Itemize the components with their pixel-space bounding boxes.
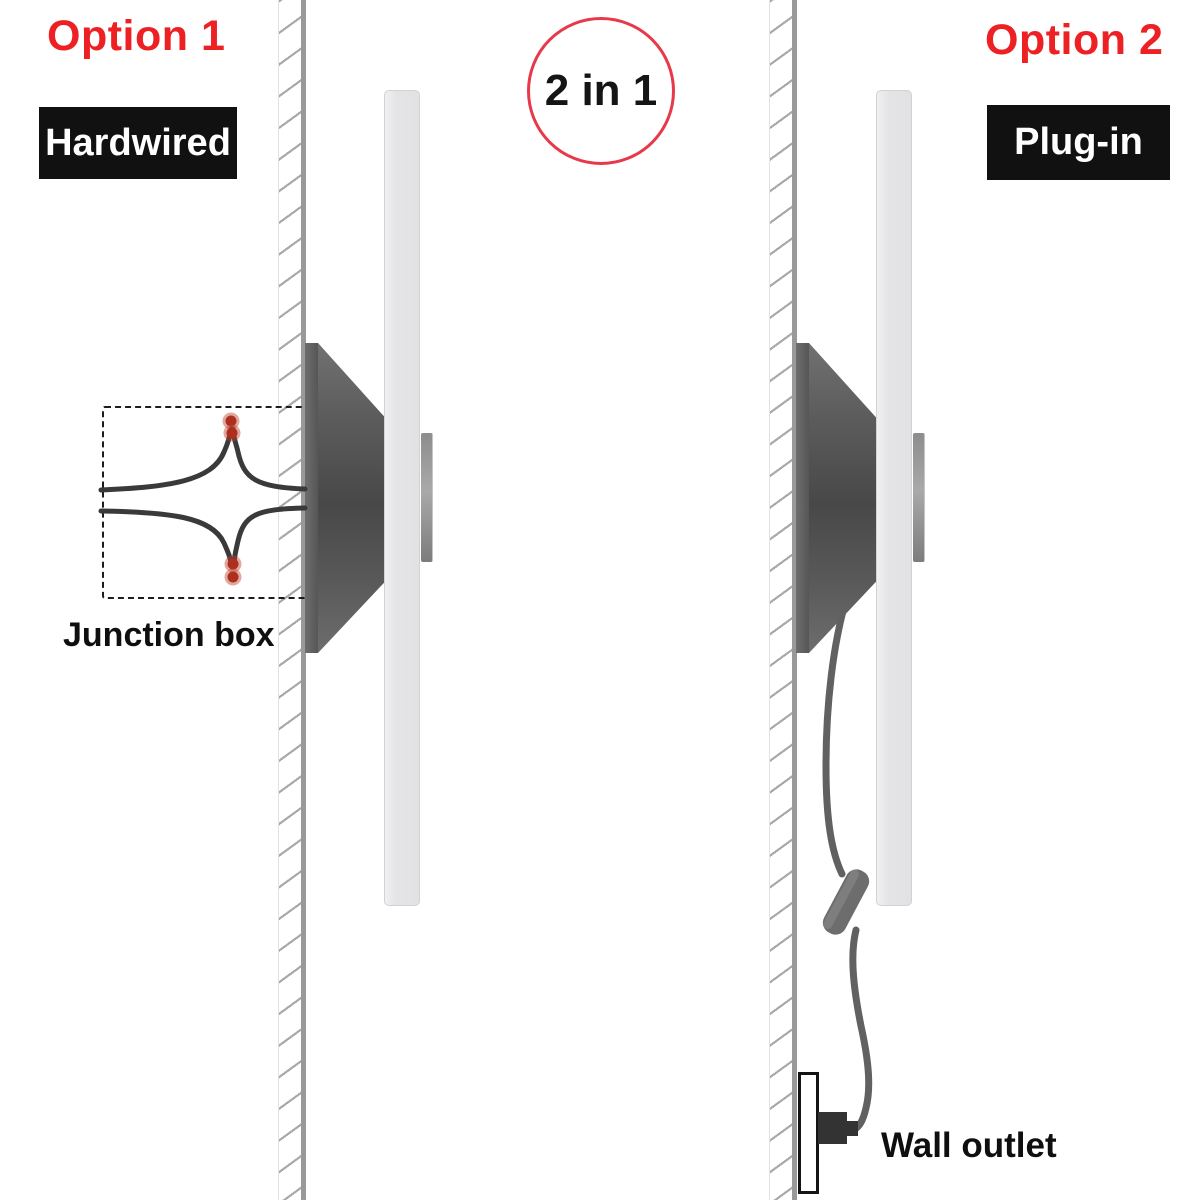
right-wall-line	[792, 0, 797, 1200]
option2-title: Option 2	[985, 16, 1164, 64]
right-light-panel	[876, 90, 912, 906]
left-mount-cone	[318, 343, 385, 653]
right-panel-stub	[913, 433, 925, 562]
option1-title: Option 1	[47, 12, 226, 60]
two-in-one-badge: 2 in 1	[527, 17, 675, 165]
left-mount-backplate	[305, 343, 318, 653]
left-wall-hatching	[278, 0, 304, 1200]
power-plug-icon	[818, 1112, 858, 1144]
left-wall-line	[301, 0, 306, 1200]
power-cord-icon	[822, 607, 873, 1135]
right-wall-hatching	[769, 0, 795, 1200]
plug-in-badge: Plug-in	[987, 105, 1170, 180]
left-panel-stub	[421, 433, 433, 562]
left-light-panel	[384, 90, 420, 906]
wall-outlet-label: Wall outlet	[881, 1126, 1057, 1165]
cord-inline-switch-icon	[822, 869, 870, 935]
junction-box-outline	[102, 406, 307, 599]
hardwired-badge: Hardwired	[39, 107, 237, 179]
outlet-faceplate	[798, 1072, 819, 1194]
junction-box-label: Junction box	[63, 616, 275, 654]
right-mount-backplate	[796, 343, 809, 653]
right-mount-cone	[809, 343, 876, 653]
